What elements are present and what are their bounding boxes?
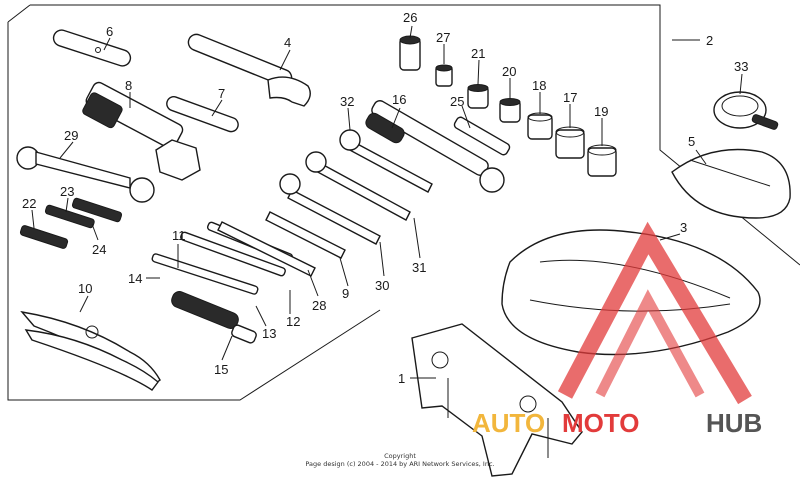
callout-26: 26 — [403, 10, 417, 25]
callout-3: 3 — [680, 220, 687, 235]
box-wrench-29 — [16, 146, 155, 203]
callout-7: 7 — [218, 86, 225, 101]
callout-1: 1 — [398, 371, 405, 386]
callout-16: 16 — [392, 92, 406, 107]
callout-28: 28 — [312, 298, 326, 313]
pliers-10 — [20, 310, 161, 391]
copyright-notice: Copyright Page design (c) 2004 - 2014 by… — [305, 452, 494, 468]
callout-29: 29 — [64, 128, 78, 143]
callout-15: 15 — [214, 362, 228, 377]
tool-drawings — [16, 29, 791, 477]
callout-8: 8 — [125, 78, 132, 93]
ratchet-handle-16 — [365, 100, 505, 193]
pouch-5 — [671, 148, 791, 219]
callout-2: 2 — [706, 33, 713, 48]
leader-lines — [31, 25, 743, 379]
callout-19: 19 — [594, 104, 608, 119]
callout-21: 21 — [471, 46, 485, 61]
watermark-moto: MOTO — [562, 408, 640, 438]
callout-14: 14 — [128, 271, 142, 286]
callout-5: 5 — [688, 134, 695, 149]
callout-17: 17 — [563, 90, 577, 105]
callout-12: 12 — [286, 314, 300, 329]
callout-30: 30 — [375, 278, 389, 293]
wrenches-9-28-30-31-32 — [217, 129, 433, 277]
callout-25: 25 — [450, 94, 464, 109]
callout-24: 24 — [92, 242, 106, 257]
callout-9: 9 — [342, 286, 349, 301]
callout-4: 4 — [284, 35, 291, 50]
callout-22: 22 — [22, 196, 36, 211]
watermark-hub: HUB — [706, 408, 762, 438]
watermark-auto: AUTO — [472, 408, 545, 438]
band-33 — [713, 91, 779, 130]
callout-18: 18 — [532, 78, 546, 93]
copyright-line-1: Copyright — [384, 452, 416, 460]
sockets — [399, 35, 617, 177]
callout-33: 33 — [734, 59, 748, 74]
copyright-line-2: Page design (c) 2004 - 2014 by ARI Netwo… — [305, 460, 494, 468]
callout-labels: 1 2 3 4 5 6 7 8 9 10 11 12 13 14 15 16 1… — [22, 10, 748, 386]
callout-11: 11 — [172, 228, 186, 243]
callout-6: 6 — [106, 24, 113, 39]
callout-23: 23 — [60, 184, 74, 199]
callout-27: 27 — [436, 30, 450, 45]
flat-bar-7 — [166, 96, 239, 133]
watermark-text: AUTO MOTO HUB — [472, 408, 762, 438]
callout-20: 20 — [502, 64, 516, 79]
holder-bracket-1 — [411, 323, 583, 477]
flat-bar-6 — [52, 29, 132, 67]
callout-31: 31 — [412, 260, 426, 275]
callout-32: 32 — [340, 94, 354, 109]
watermark-triangle-logo — [557, 221, 752, 405]
adjustable-wrench-4 — [187, 33, 311, 107]
callout-10: 10 — [78, 281, 92, 296]
callout-13: 13 — [262, 326, 276, 341]
pins-22-23-24 — [19, 197, 123, 249]
extension-bar-25 — [453, 116, 511, 156]
socket-wrench-8 — [82, 81, 201, 181]
